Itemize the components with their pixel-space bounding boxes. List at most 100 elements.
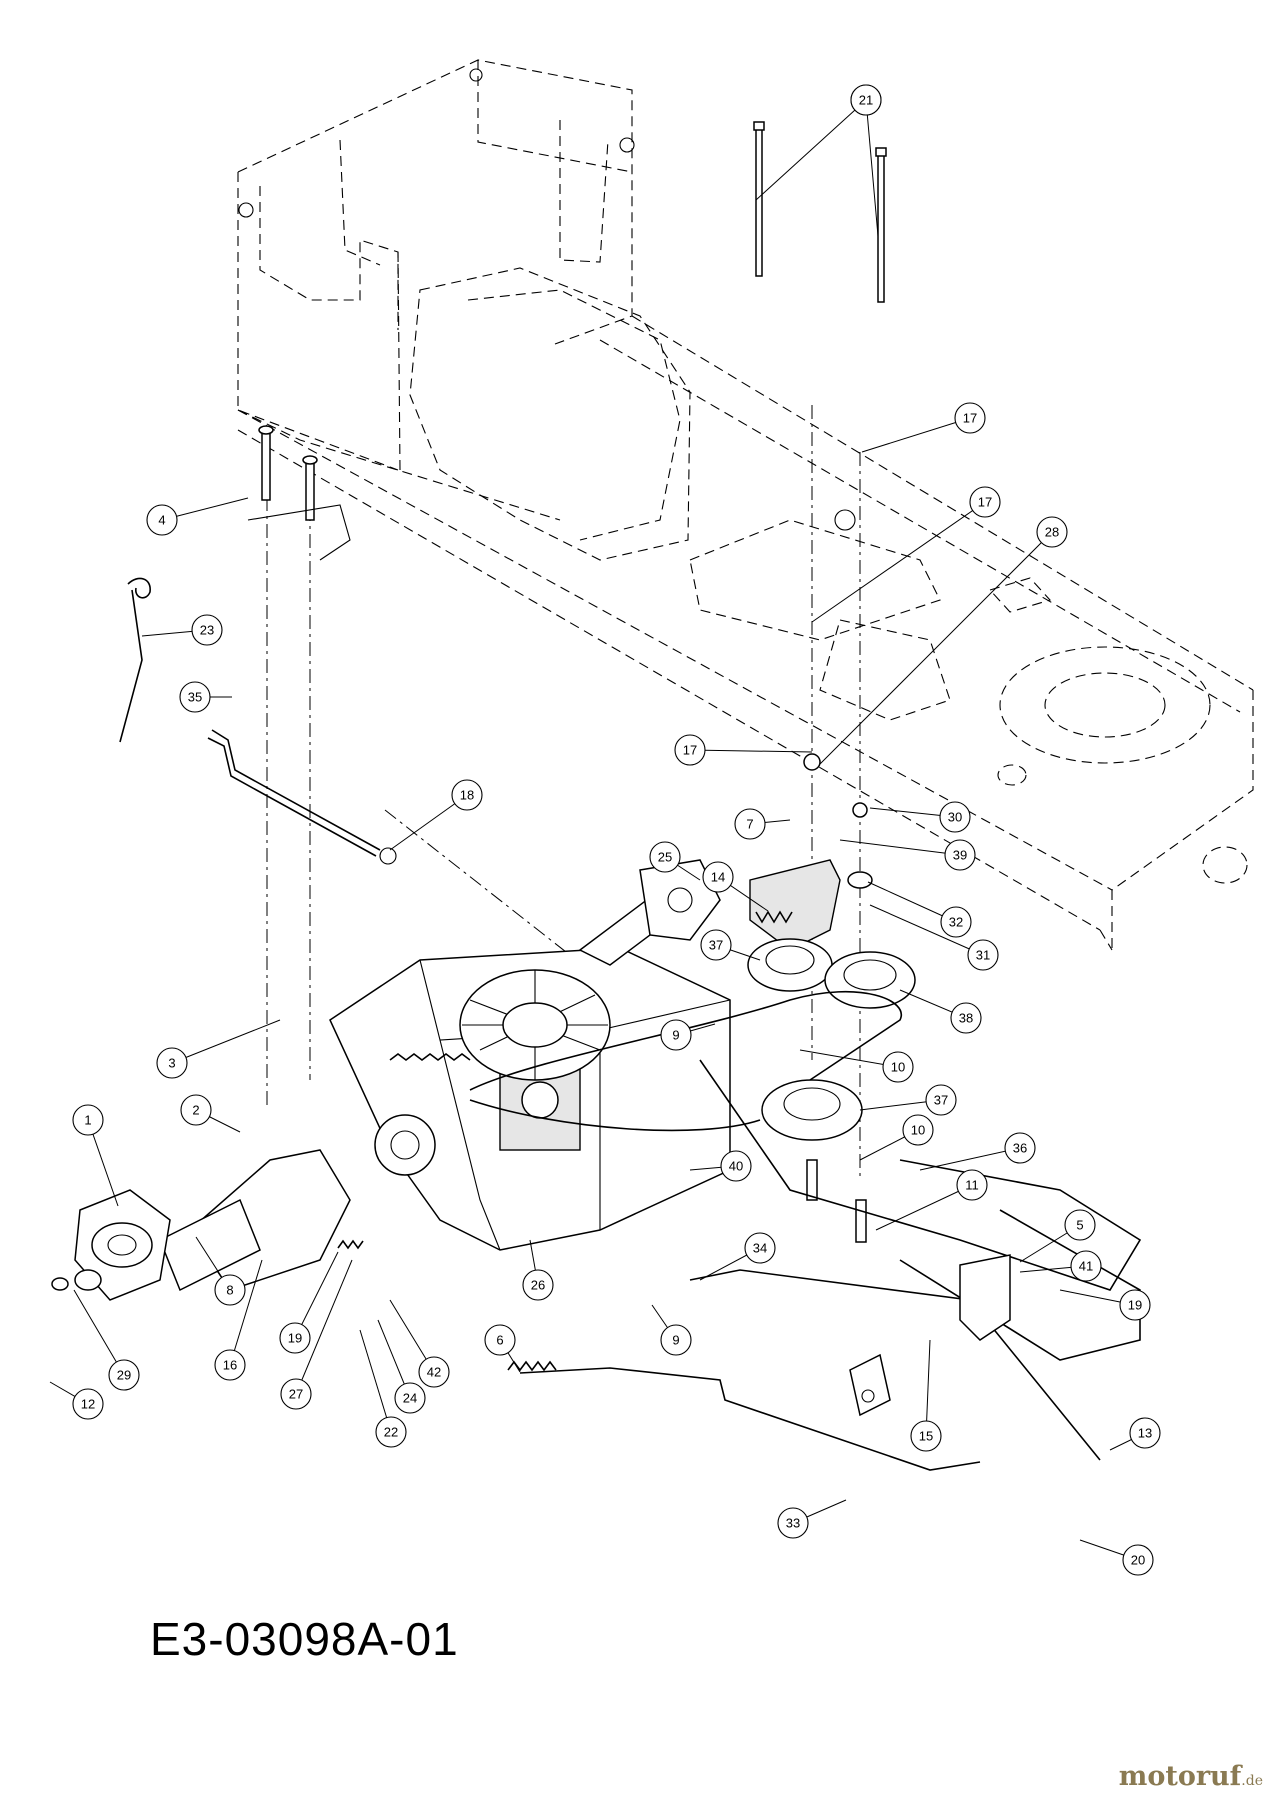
callout-circle [214,1349,246,1381]
callout-circle [1129,1417,1161,1449]
callout-label: 31 [976,948,990,963]
callout-20: 20 [1079,1539,1154,1576]
callout-label: 37 [934,1093,948,1108]
callout-41: 41 [1019,1250,1102,1282]
callout-label: 26 [531,1278,545,1293]
callout-6: 6 [484,1324,521,1373]
callout-8: 8 [195,1236,246,1306]
callout-label: 23 [200,623,214,638]
callout-7: 7 [734,808,791,840]
callout-label: 25 [658,850,672,865]
callout-label: 30 [948,810,962,825]
callout-leader [811,501,986,623]
callout-leader [389,794,468,851]
watermark-tld: .de [1241,1773,1263,1789]
callout-circle [214,1274,246,1306]
callout-30: 30 [869,801,971,833]
callout-39: 39 [839,839,976,871]
callout-circle [910,1420,942,1452]
callout-layer: 1234567899101011121314151617171718191920… [49,84,1161,1576]
callout-11: 11 [875,1169,988,1231]
callout-40: 40 [689,1150,752,1182]
callout-circle [146,504,178,536]
callout-circle [156,1047,188,1079]
callout-circle [108,1359,140,1391]
callout-17: 17 [811,486,1001,623]
callout-circle [1004,1132,1036,1164]
callout-label: 15 [919,1429,933,1444]
callout-label: 10 [911,1123,925,1138]
callout-label: 22 [384,1425,398,1440]
callout-24: 24 [377,1319,426,1414]
callout-23: 23 [141,614,223,646]
callout-circle [940,906,972,938]
callout-label: 7 [746,817,753,832]
callout-circle [1036,516,1068,548]
callout-label: 35 [188,690,202,705]
callout-circle [902,1114,934,1146]
callout-10: 10 [859,1114,934,1161]
callout-1: 1 [72,1104,119,1207]
callout-13: 13 [1109,1417,1161,1451]
idler-pulleys [747,753,916,1243]
callout-label: 28 [1045,525,1059,540]
callout-circle [660,1324,692,1356]
callout-34: 34 [699,1232,776,1281]
callout-label: 36 [1013,1141,1027,1156]
callout-circle [649,841,681,873]
tractor-frame [237,59,1254,951]
callout-18: 18 [389,779,483,851]
callout-label: 41 [1079,1259,1093,1274]
callout-17: 17 [674,734,813,766]
callout-label: 33 [786,1516,800,1531]
callout-circle [394,1382,426,1414]
callout-leader [861,417,971,453]
callout-label: 8 [226,1283,233,1298]
callout-label: 17 [683,743,697,758]
callout-leader [689,749,813,753]
callout-circle [777,1507,809,1539]
callout-circle [954,402,986,434]
callout-label: 32 [949,915,963,930]
callout-circle [280,1378,312,1410]
callout-circle [700,929,732,961]
callout-circle [1064,1209,1096,1241]
cooling-fan [459,969,611,1081]
callout-label: 38 [959,1011,973,1026]
callout-circle [967,939,999,971]
callout-12: 12 [49,1381,104,1420]
callout-circle [180,1094,212,1126]
item-35-rod [207,729,397,865]
callout-35: 35 [179,681,232,713]
callout-label: 9 [672,1333,679,1348]
callout-circle [191,614,223,646]
callout-leader [229,1259,263,1366]
callout-circle [850,84,882,116]
linkage-rods [337,1059,1142,1471]
callout-leader [171,1019,281,1064]
callout-leader [359,1329,392,1433]
callout-label: 13 [1138,1426,1152,1441]
callout-27: 27 [280,1259,353,1410]
callout-circle [734,808,766,840]
callout-label: 6 [496,1333,503,1348]
callout-label: 21 [859,93,873,108]
callout-15: 15 [910,1339,942,1452]
callout-circle [179,681,211,713]
callout-circle [451,779,483,811]
callout-circle [744,1232,776,1264]
callout-32: 32 [867,881,972,938]
wheel-hub [51,1189,171,1301]
callout-circle [418,1356,450,1388]
item-21-pins [753,121,887,303]
callout-label: 12 [81,1397,95,1412]
callout-38: 38 [899,989,982,1034]
callout-label: 11 [965,1178,979,1193]
callout-leader [755,99,867,201]
callout-label: 17 [978,495,992,510]
callout-label: 37 [709,938,723,953]
callout-label: 42 [427,1365,441,1380]
callout-36: 36 [919,1132,1036,1171]
callout-label: 4 [158,513,165,528]
